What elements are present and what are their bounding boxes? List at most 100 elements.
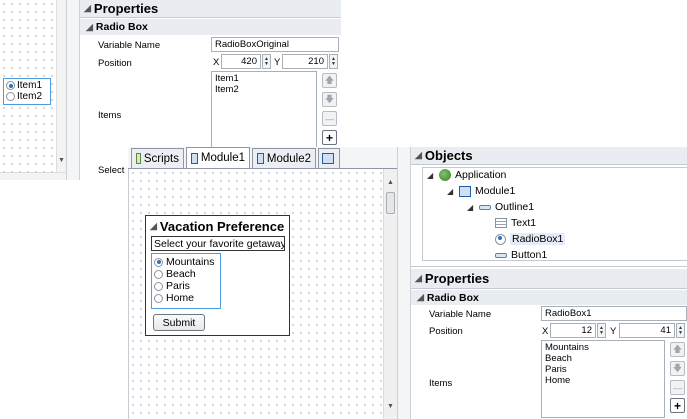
tab-overflow[interactable] (318, 148, 340, 168)
module-icon (191, 152, 198, 164)
collapse-triangle-icon[interactable]: ◢ (415, 150, 422, 160)
canvas-vertical-scrollbar[interactable]: ▲ ▼ (383, 169, 397, 419)
y-field[interactable]: 41 (619, 323, 675, 338)
scroll-down-icon[interactable]: ▼ (58, 157, 65, 164)
remove-icon[interactable]: — (322, 111, 337, 126)
move-up-icon[interactable]: 🡅 (670, 342, 685, 357)
objects-panel: ◢ Objects ◢ Application ◢ Module1 ◢ Outl… (411, 147, 687, 265)
collapse-triangle-icon[interactable]: ◢ (415, 273, 422, 283)
collapse-triangle-icon[interactable]: ◢ (84, 3, 91, 13)
background-items-label: Items (98, 110, 122, 121)
radio-selected-icon[interactable] (154, 257, 163, 267)
x-spinner[interactable]: ▲▼ (597, 323, 606, 338)
move-down-icon[interactable]: 🡇 (670, 361, 685, 376)
radio-option[interactable]: Home (154, 292, 218, 304)
move-up-icon[interactable]: 🡅 (322, 73, 337, 88)
tree-node-label: Application (455, 169, 507, 181)
items-entry: Beach (545, 353, 572, 364)
radio-option[interactable]: Mountains (154, 256, 218, 268)
x-label: X (542, 326, 549, 337)
background-x-label: X (213, 57, 220, 68)
background-position-label: Position (98, 58, 132, 69)
remove-icon[interactable]: — (670, 380, 685, 395)
tab-label: Scripts (143, 152, 179, 165)
tree-node-module1[interactable]: ◢ Module1 (447, 185, 515, 197)
variable-name-label: Variable Name (429, 309, 492, 320)
radio-unselected-icon[interactable] (154, 293, 163, 303)
background-select-label: Select (98, 165, 125, 176)
tab-module2[interactable]: Module2 (252, 148, 316, 168)
radio-option-label: Beach (166, 268, 196, 280)
collapse-triangle-icon[interactable]: ◢ (417, 292, 424, 302)
form-outline[interactable]: ◢ Vacation Preference Select your favori… (145, 215, 290, 336)
tab-label: Module2 (266, 152, 311, 165)
objects-tree[interactable] (422, 167, 687, 261)
variable-name-field[interactable]: RadioBox1 (541, 306, 687, 321)
radio-option-label: Paris (166, 280, 190, 292)
tab-module1[interactable]: Module1 (186, 147, 250, 168)
form-title-bar[interactable]: ◢ Vacation Preference (146, 216, 289, 236)
radio-unselected-icon[interactable] (6, 92, 15, 101)
background-radio-item[interactable]: Item1 (6, 80, 48, 91)
background-section-title: Radio Box (95, 21, 148, 33)
module-icon (459, 185, 471, 197)
items-entry: Mountains (545, 342, 589, 353)
items-list[interactable]: Mountains Beach Paris Home (541, 340, 665, 418)
move-down-icon[interactable]: 🡇 (322, 92, 337, 107)
y-label: Y (610, 326, 617, 337)
x-field[interactable]: 12 (550, 323, 596, 338)
background-items-entry: Item2 (215, 84, 239, 95)
section-title: Radio Box (426, 291, 479, 304)
collapse-triangle-icon[interactable]: ◢ (150, 220, 157, 231)
radio-option[interactable]: Paris (154, 280, 218, 292)
tree-node-application[interactable]: ◢ Application (427, 169, 506, 181)
background-canvas-scrollbar[interactable]: ▼ (56, 0, 66, 172)
radio-option[interactable]: Beach (154, 268, 218, 280)
tab-label: Module1 (200, 152, 245, 164)
expand-arrow-icon[interactable]: ◢ (467, 202, 474, 212)
tab-scripts[interactable]: Scripts (131, 148, 184, 168)
background-radio-box[interactable]: Item1 Item2 (3, 78, 51, 105)
items-label: Items (429, 378, 453, 389)
collapse-triangle-icon[interactable]: ◢ (86, 21, 93, 32)
section-radio-box[interactable]: ◢ Radio Box (411, 290, 687, 305)
background-y-field[interactable]: 210 (282, 54, 328, 69)
background-items-list[interactable]: Item1 Item2 (211, 71, 317, 149)
background-properties-header[interactable]: ◢ Properties (80, 0, 341, 18)
background-properties-title: Properties (93, 1, 159, 16)
tree-node-outline1[interactable]: ◢ Outline1 (467, 201, 534, 213)
background-section-radio-box[interactable]: ◢ Radio Box (80, 19, 341, 35)
form-radio-box[interactable]: Mountains Beach Paris Home (151, 253, 221, 309)
y-spinner[interactable]: ▲▼ (676, 323, 685, 338)
background-radio-item[interactable]: Item2 (6, 91, 48, 102)
submit-button[interactable]: Submit (153, 314, 205, 331)
background-x-spinner[interactable]: ▲▼ (262, 54, 271, 69)
background-variable-name-field[interactable]: RadioBoxOriginal (211, 37, 339, 52)
tree-node-label: Button1 (511, 249, 548, 261)
text-icon (495, 218, 507, 228)
add-icon[interactable]: + (670, 398, 685, 413)
expand-arrow-icon[interactable]: ◢ (447, 186, 454, 196)
background-y-label: Y (274, 57, 281, 68)
radio-unselected-icon[interactable] (154, 269, 163, 279)
tree-node-button1[interactable]: Button1 (495, 249, 547, 261)
radio-option-label: Mountains (166, 256, 215, 268)
scroll-down-icon[interactable]: ▼ (387, 403, 394, 410)
tree-node-radiobox1[interactable]: RadioBox1 (495, 233, 566, 245)
background-canvas-hscroll (0, 172, 66, 180)
tree-node-text1[interactable]: Text1 (495, 217, 536, 229)
expand-arrow-icon[interactable]: ◢ (427, 170, 434, 180)
scroll-up-icon[interactable]: ▲ (387, 179, 394, 186)
properties-header[interactable]: ◢ Properties (411, 269, 687, 289)
add-icon[interactable]: + (322, 130, 337, 145)
scroll-thumb[interactable] (386, 192, 395, 214)
objects-header[interactable]: ◢ Objects (411, 147, 687, 165)
background-x-field[interactable]: 420 (221, 54, 261, 69)
panel-divider[interactable] (397, 147, 411, 419)
properties-panel: ◢ Properties ◢ Radio Box Variable Name R… (411, 266, 687, 419)
radio-selected-icon[interactable] (6, 81, 15, 90)
panel-divider[interactable] (66, 0, 80, 180)
tree-node-label: Outline1 (495, 201, 535, 213)
background-y-spinner[interactable]: ▲▼ (329, 54, 338, 69)
radio-unselected-icon[interactable] (154, 281, 163, 291)
